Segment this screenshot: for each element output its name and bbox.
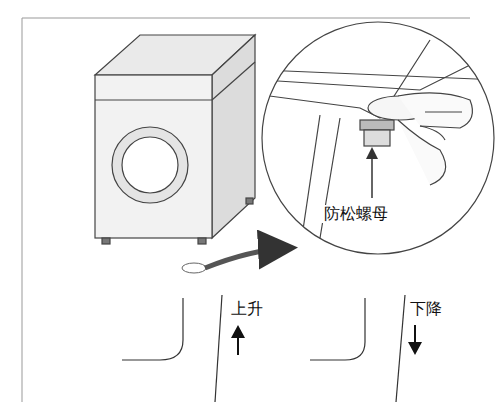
adjust-panels (122, 295, 405, 402)
foot-detail (262, 40, 500, 252)
pointer-arrow (205, 248, 288, 268)
up-arrow (231, 325, 245, 355)
direction-label: 下降 (408, 300, 444, 318)
highlight-ring (182, 263, 206, 273)
down-arrow (408, 325, 422, 355)
leader-line (371, 150, 373, 198)
magnifier-circle (262, 22, 494, 254)
washing-machine (95, 35, 255, 244)
part-label: 防松螺母 (322, 205, 390, 223)
direction-label: 上升 (229, 300, 265, 318)
